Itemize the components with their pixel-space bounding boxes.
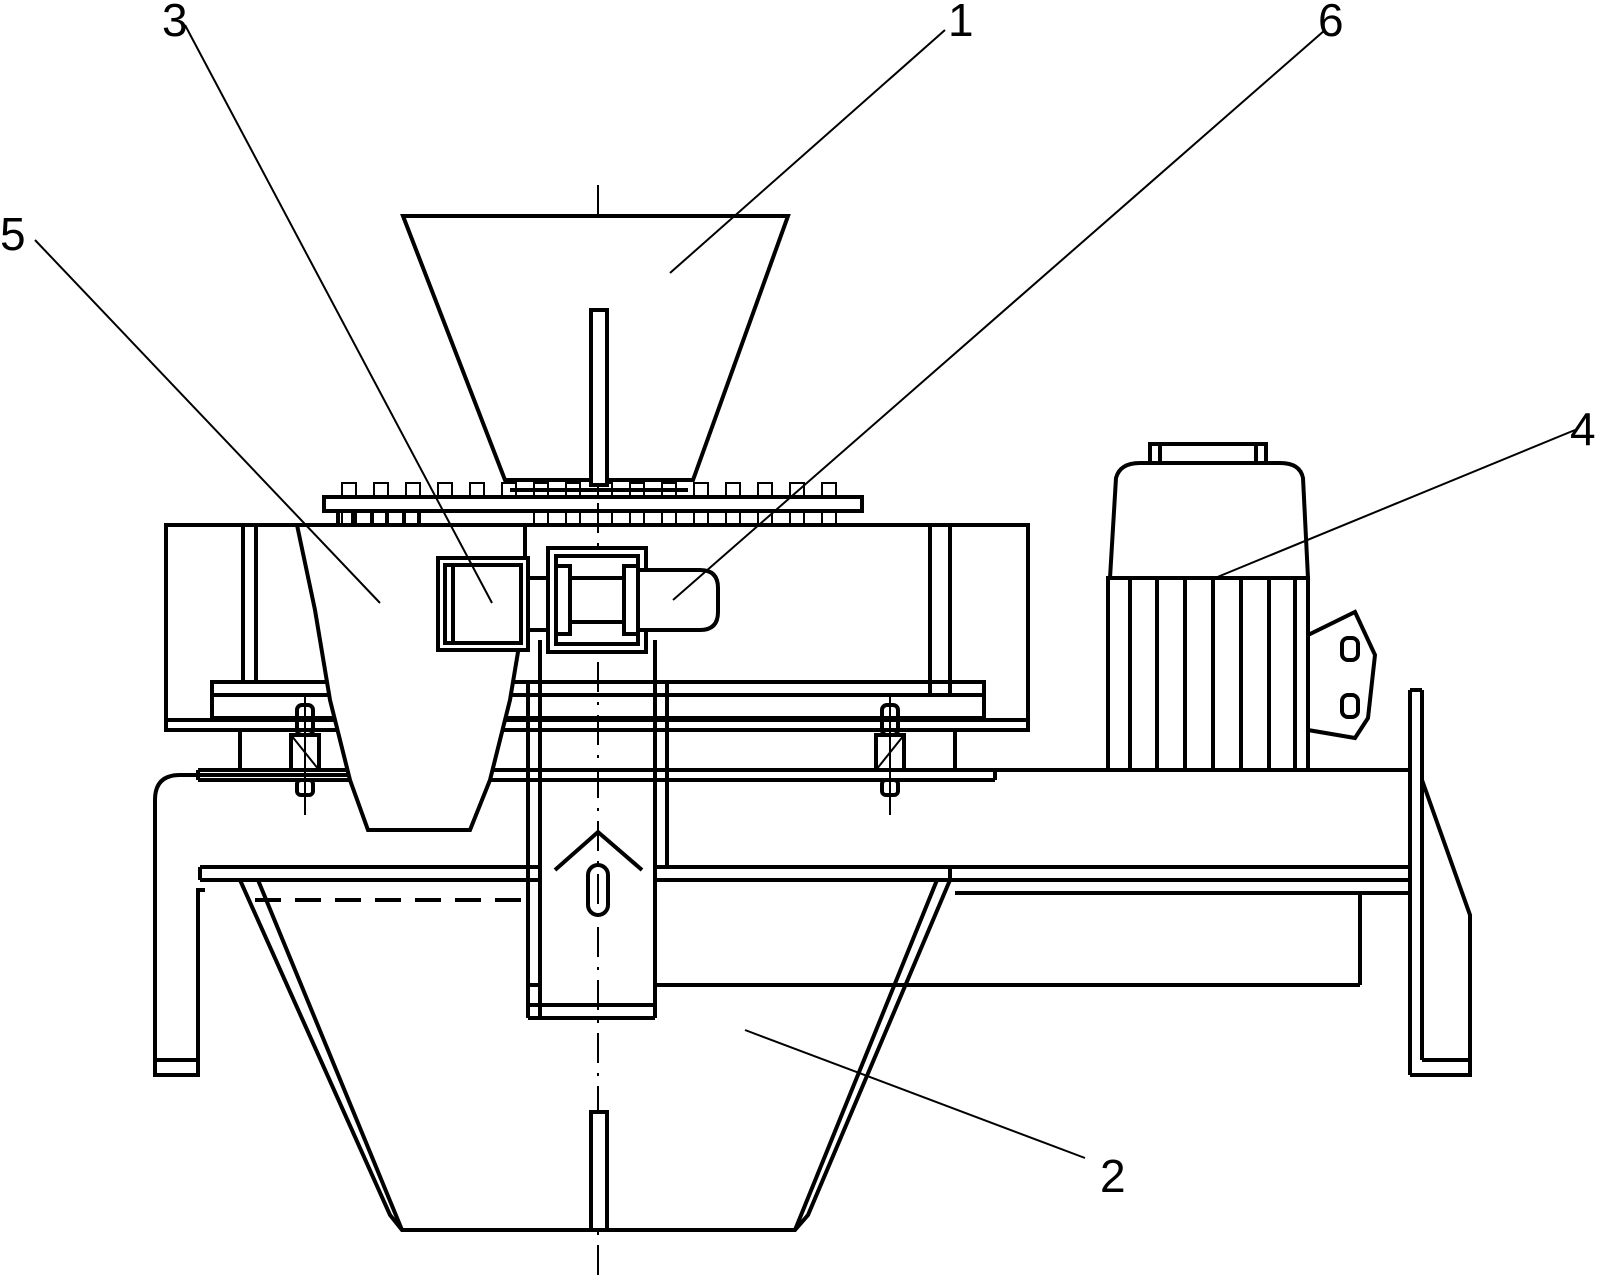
bolt-right bbox=[874, 695, 906, 815]
leader-3 bbox=[184, 24, 493, 604]
leader-5 bbox=[34, 239, 381, 604]
rotor-disk bbox=[322, 482, 864, 526]
central-column bbox=[526, 640, 669, 1020]
leader-4 bbox=[1214, 429, 1576, 579]
terminal-box bbox=[1306, 609, 1378, 741]
shaft-assembly bbox=[546, 546, 720, 654]
leader-lines bbox=[34, 24, 1576, 1159]
collecting-hopper bbox=[238, 867, 952, 1232]
electric-motor bbox=[1106, 442, 1378, 772]
shaft-end bbox=[636, 568, 720, 632]
callout-5: 5 bbox=[0, 208, 26, 260]
hidden-contour bbox=[255, 898, 540, 987]
bolt-left bbox=[289, 695, 321, 815]
feed-hopper bbox=[400, 214, 791, 492]
callout-2: 2 bbox=[1100, 1150, 1126, 1202]
rotor-element bbox=[436, 556, 558, 652]
disk-teeth bbox=[341, 482, 837, 526]
leader-1 bbox=[669, 29, 946, 274]
leader-6 bbox=[672, 29, 1326, 601]
callout-1: 1 bbox=[948, 0, 974, 46]
callout-3: 3 bbox=[162, 0, 188, 46]
callout-4: 4 bbox=[1570, 403, 1596, 455]
leader-2 bbox=[744, 1029, 1086, 1159]
callout-6: 6 bbox=[1318, 0, 1344, 46]
